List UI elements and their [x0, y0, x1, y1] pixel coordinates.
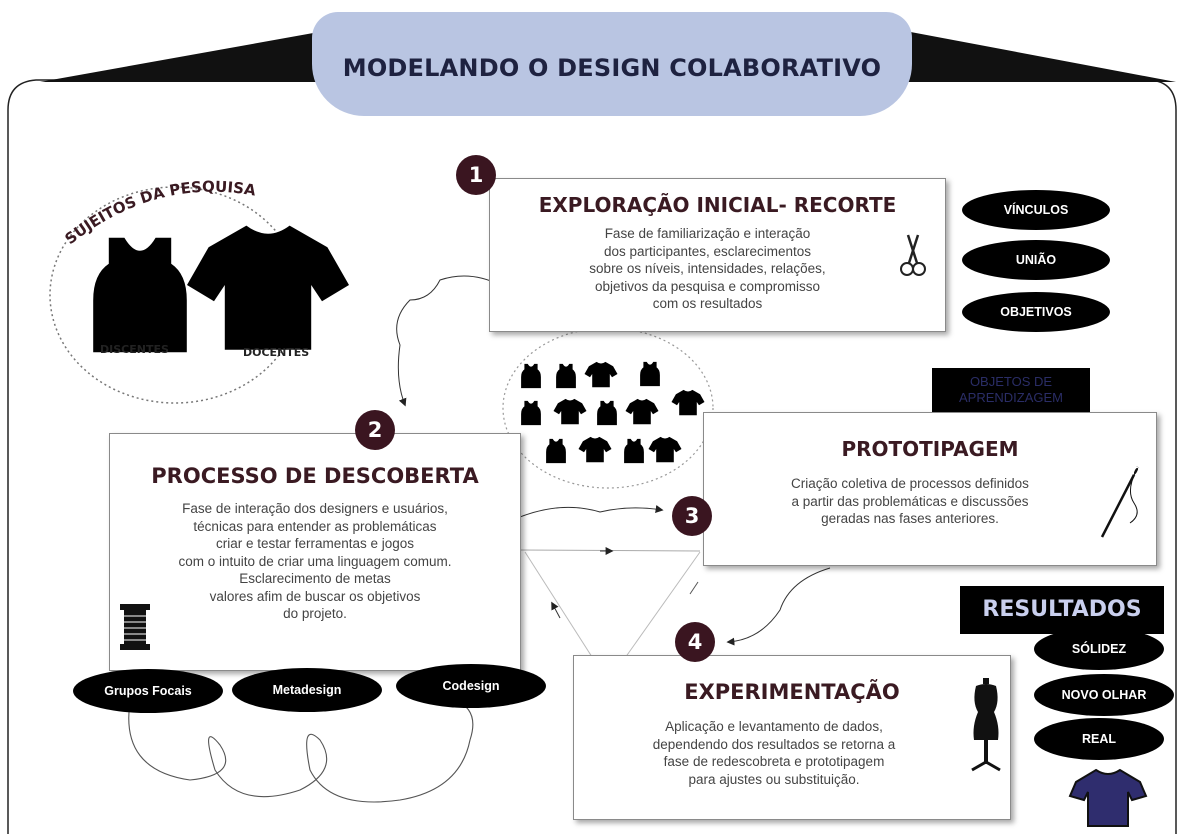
subjects-heading-text: SUJEITOS DA PESQUISA: [62, 178, 258, 248]
learning-objects-label: OBJETOS DE APRENDIZAGEM: [932, 368, 1090, 416]
thread-spool-icon: [120, 604, 150, 650]
step-2-description: Fase de interação dos designers e usuári…: [178, 501, 452, 621]
tag-metadesign: Metadesign: [232, 668, 382, 712]
step-3-title: PROTOTIPAGEM: [841, 437, 1019, 461]
tag-objetivos: OBJETIVOS: [962, 292, 1110, 332]
step-3-box: PROTOTIPAGEM Criação coletiva de process…: [703, 412, 1157, 566]
participants-cluster-icon: [521, 361, 705, 464]
step-2-number: 2: [355, 410, 395, 450]
shirts-ellipse: [502, 327, 714, 489]
step-2-title: PROCESSO DE DESCOBERTA: [151, 464, 479, 488]
tag-codesign: Codesign: [396, 664, 546, 708]
step-4-number: 4: [675, 622, 715, 662]
result-novo-olhar: NOVO OLHAR: [1034, 674, 1174, 716]
learning-objects-text: OBJETOS DE APRENDIZAGEM: [958, 374, 1063, 405]
step-4-box: EXPERIMENTAÇÃO Aplicação e levantamento …: [573, 655, 1011, 820]
step-1-title: EXPLORAÇÃO INICIAL- RECORTE: [538, 193, 897, 217]
results-heading: RESULTADOS: [982, 597, 1142, 622]
svg-text:SUJEITOS DA PESQUISA: SUJEITOS DA PESQUISA: [62, 178, 258, 248]
tag-vinculos: VÍNCULOS: [962, 190, 1110, 230]
scissors-icon: [900, 234, 926, 276]
step-2-box: PROCESSO DE DESCOBERTA Fase de interação…: [109, 433, 521, 671]
step-1-number: 1: [456, 155, 496, 195]
step-3-number: 3: [672, 496, 712, 536]
step-1-description: Fase de familiarização e interação dos p…: [589, 226, 826, 311]
subjects-heading: SUJEITOS DA PESQUISA: [62, 178, 258, 248]
result-solidez: SÓLIDEZ: [1034, 628, 1164, 670]
step-4-description: Aplicação e levantamento de dados, depen…: [652, 719, 896, 787]
needle-icon: [1100, 466, 1140, 538]
teachers-label: DOCENTES: [243, 346, 310, 359]
result-real: REAL: [1034, 718, 1164, 760]
tag-uniao: UNIÃO: [962, 240, 1110, 280]
results-tshirt-icon: [1068, 768, 1148, 827]
dress-form-icon: [971, 678, 1001, 772]
students-label: DISCENTES: [100, 343, 169, 356]
page-title: MODELANDO O DESIGN COLABORATIVO: [342, 54, 882, 82]
tag-grupos-focais: Grupos Focais: [73, 669, 223, 713]
step-1-box: EXPLORAÇÃO INICIAL- RECORTE Fase de fami…: [489, 178, 946, 332]
step-3-description: Criação coletiva de processos definidos …: [791, 476, 1029, 526]
step-4-title: EXPERIMENTAÇÃO: [684, 680, 900, 704]
results-heading-box: RESULTADOS: [960, 586, 1164, 634]
title-banner: [312, 12, 912, 116]
